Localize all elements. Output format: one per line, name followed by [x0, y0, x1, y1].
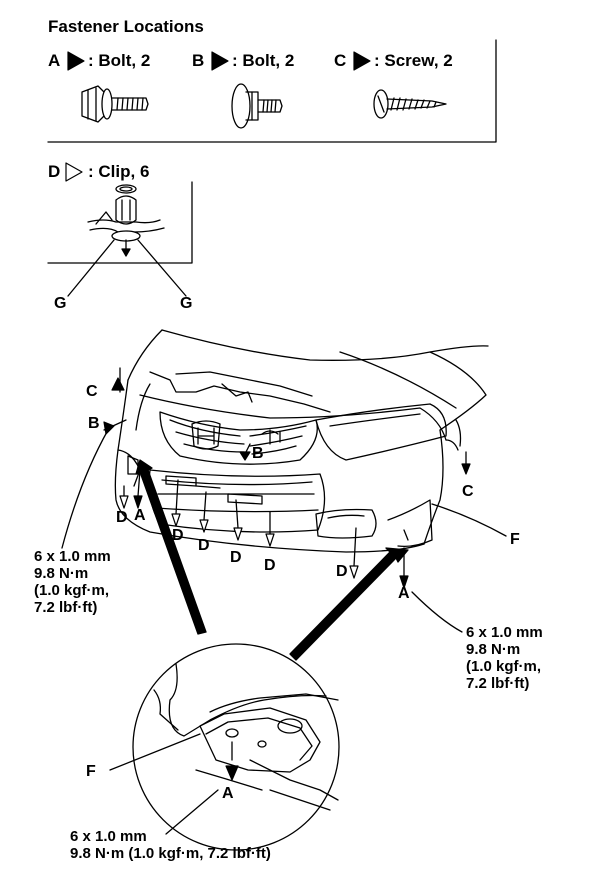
torque-left-line-1: 6 x 1.0 mm — [34, 548, 111, 565]
open-triangle-arrow-icon — [233, 527, 243, 541]
filled-triangle-arrow-icon — [353, 51, 371, 71]
pointer-arrow-left — [135, 459, 207, 635]
callout-f-detail: F — [86, 763, 96, 780]
legend-frame — [47, 39, 497, 143]
torque-spec-right: 6 x 1.0 mm 9.8 N·m (1.0 kgf·m, 7.2 lbf·f… — [466, 624, 543, 692]
callout-d-5: D — [264, 557, 276, 574]
clip-g-right-label: G — [180, 295, 193, 312]
filled-triangle-arrow-icon — [67, 51, 85, 71]
pointer-arrow-right — [289, 547, 409, 661]
callout-d-4: D — [230, 549, 242, 566]
filled-triangle-arrow-icon — [211, 51, 229, 71]
callout-b-center: B — [252, 445, 264, 462]
filled-triangle-arrow-icon — [225, 765, 239, 781]
fastener-a-letter: A — [48, 51, 61, 70]
fastener-c-desc: : Screw, 2 — [374, 51, 453, 70]
callout-c-left: C — [86, 383, 98, 400]
callout-d-3: D — [198, 537, 210, 554]
torque-right-line-1: 6 x 1.0 mm — [466, 624, 543, 641]
washer-bolt-icon — [231, 83, 283, 129]
bumper-assembly — [61, 329, 507, 633]
open-triangle-arrow-icon — [349, 565, 359, 579]
callout-f-bumper: F — [510, 531, 520, 548]
torque-spec-left: 6 x 1.0 mm 9.8 N·m (1.0 kgf·m, 7.2 lbf·f… — [34, 548, 111, 616]
callout-a-detail: A — [222, 785, 234, 802]
open-triangle-arrow-icon — [265, 533, 275, 547]
detail-view — [109, 643, 340, 851]
clip-frame — [47, 181, 193, 264]
callout-d-2: D — [172, 527, 184, 544]
open-triangle-arrow-icon — [65, 162, 83, 182]
open-triangle-arrow-icon — [171, 513, 181, 527]
fastener-b-desc: : Bolt, 2 — [232, 51, 295, 70]
fastener-c-letter: C — [334, 51, 347, 70]
torque-left-line-2: 9.8 N·m — [34, 565, 89, 582]
diagram-title: Fastener Locations — [48, 17, 204, 36]
filled-triangle-arrow-icon — [399, 575, 409, 589]
open-triangle-arrow-icon — [199, 519, 209, 533]
torque-bottom-line-1: 6 x 1.0 mm — [70, 828, 147, 845]
clip-icon — [67, 184, 187, 297]
torque-spec-bottom: 6 x 1.0 mm 9.8 N·m (1.0 kgf·m, 7.2 lbf·f… — [70, 828, 271, 862]
filled-triangle-arrow-icon — [133, 495, 143, 509]
fastener-d-letter: D — [48, 162, 61, 181]
filled-triangle-arrow-icon — [239, 451, 251, 461]
clip-g-left-label: G — [54, 295, 67, 312]
torque-right-line-2: 9.8 N·m — [466, 641, 521, 658]
callout-c-right: C — [462, 483, 474, 500]
screw-icon — [373, 89, 447, 119]
flange-bolt-icon — [81, 85, 149, 123]
torque-left-line-4: 7.2 lbf·ft) — [34, 599, 98, 616]
torque-right-line-3: (1.0 kgf·m, — [466, 658, 542, 675]
callout-b-left: B — [88, 415, 100, 432]
callout-a-right: A — [398, 585, 410, 602]
fastener-d-desc: : Clip, 6 — [88, 162, 150, 181]
torque-bottom-line-2: 9.8 N·m (1.0 kgf·m, 7.2 lbf·ft) — [70, 845, 271, 862]
callout-d-1: D — [116, 509, 128, 526]
filled-triangle-arrow-icon — [461, 463, 471, 475]
callout-a-left: A — [134, 507, 146, 524]
open-triangle-arrow-icon — [119, 495, 129, 509]
torque-left-line-3: (1.0 kgf·m, — [34, 582, 110, 599]
filled-triangle-arrow-icon — [103, 421, 115, 435]
callout-d-6: D — [336, 563, 348, 580]
fastener-b-letter: B — [192, 51, 205, 70]
fastener-a-desc: : Bolt, 2 — [88, 51, 151, 70]
torque-right-line-4: 7.2 lbf·ft) — [466, 675, 530, 692]
filled-triangle-arrow-icon — [111, 377, 125, 391]
